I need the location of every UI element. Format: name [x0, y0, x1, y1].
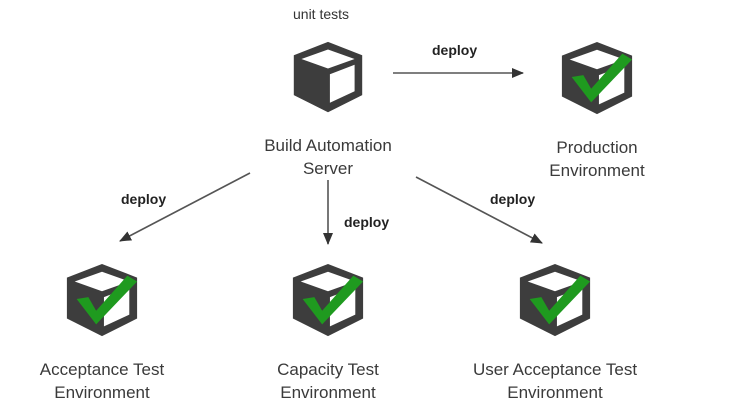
uat-label-line2: Environment	[507, 383, 603, 400]
uat-label: User Acceptance Test Environment	[473, 358, 637, 400]
arrow-to-acceptance	[119, 172, 251, 242]
cube-check-icon	[292, 263, 364, 337]
build-server-label: Build Automation Server	[264, 134, 392, 180]
deploy-to-acceptance-label: deploy	[121, 191, 167, 207]
production-label-line2: Environment	[549, 161, 645, 180]
user-acceptance-test-environment-node: User Acceptance Test Environment	[455, 262, 655, 400]
acceptance-label-line2: Environment	[54, 383, 150, 400]
deploy-to-uat-label: deploy	[490, 191, 536, 207]
production-label-line1: Production	[556, 138, 638, 157]
capacity-test-environment-node: Capacity Test Environment	[228, 262, 428, 400]
cube-icon	[293, 41, 363, 113]
capacity-label: Capacity Test Environment	[277, 358, 379, 400]
acceptance-test-environment-node: Acceptance Test Environment	[2, 262, 202, 400]
build-server-label-line2: Server	[302, 159, 354, 178]
arrow-to-uat	[415, 176, 543, 244]
cube-check-icon	[519, 263, 591, 337]
cube-check-icon	[66, 263, 138, 337]
deploy-to-capacity-label: deploy	[344, 214, 390, 230]
capacity-label-line2: Environment	[280, 383, 376, 400]
acceptance-label-line1: Acceptance Test	[39, 360, 165, 379]
checkmark-icon	[76, 275, 138, 325]
capacity-label-line1: Capacity Test	[277, 360, 379, 379]
checkmark-icon	[302, 275, 364, 325]
uat-label-line1: User Acceptance Test	[472, 360, 638, 379]
production-environment-node: Production Environment	[497, 40, 697, 182]
checkmark-icon	[571, 53, 633, 103]
deploy-to-production-label: deploy	[432, 42, 478, 58]
build-automation-server-node: Build Automation Server	[228, 40, 428, 180]
build-server-label-line1: Build Automation	[264, 136, 392, 155]
acceptance-label: Acceptance Test Environment	[40, 358, 164, 400]
checkmark-icon	[529, 275, 591, 325]
unit-tests-annotation: unit tests	[293, 6, 350, 22]
production-label: Production Environment	[549, 136, 644, 182]
cube-check-icon	[561, 41, 633, 115]
